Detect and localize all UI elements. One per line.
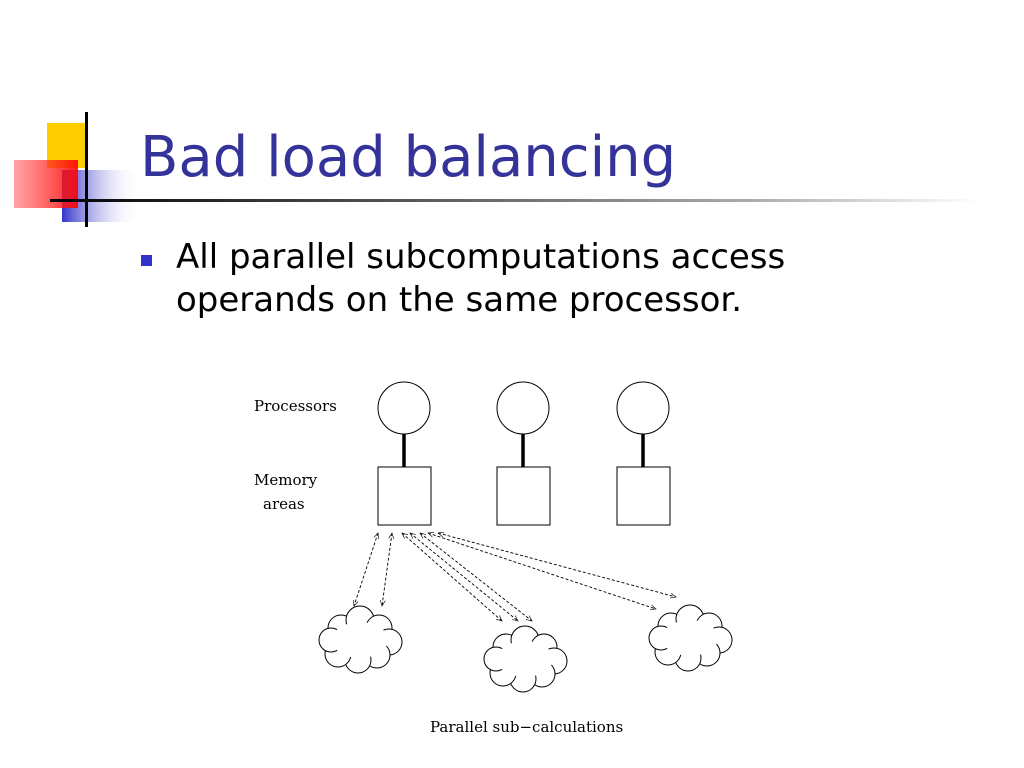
subcalculation-cloud: [483, 625, 568, 693]
access-arrow: [438, 533, 676, 597]
access-arrow: [382, 533, 392, 606]
subcalculation-cloud: [318, 605, 403, 674]
memory-area: [377, 466, 432, 526]
access-arrow: [354, 533, 378, 606]
processor-node: [616, 381, 670, 435]
processor-node: [377, 381, 431, 435]
access-arrow: [410, 533, 518, 621]
slide-title: Bad load balancing: [140, 125, 677, 190]
processors-label: Processors: [254, 397, 337, 415]
title-decoration: [14, 112, 980, 227]
access-arrow: [428, 533, 656, 609]
access-arrows: [354, 533, 676, 621]
memory-area: [496, 466, 551, 526]
title-rule: [50, 199, 980, 202]
access-arrow: [420, 533, 532, 621]
memory-area: [616, 466, 671, 526]
subcalculation-cloud: [648, 604, 733, 672]
processor-node: [496, 381, 550, 435]
memory-label: Memory: [254, 471, 318, 489]
areas-label: areas: [263, 495, 305, 513]
vertical-rule: [85, 112, 88, 227]
bullet-text: All parallel subcomputations access oper…: [176, 237, 786, 320]
bullet-marker: [141, 255, 152, 266]
diagram-caption: Parallel sub−calculations: [430, 718, 623, 736]
